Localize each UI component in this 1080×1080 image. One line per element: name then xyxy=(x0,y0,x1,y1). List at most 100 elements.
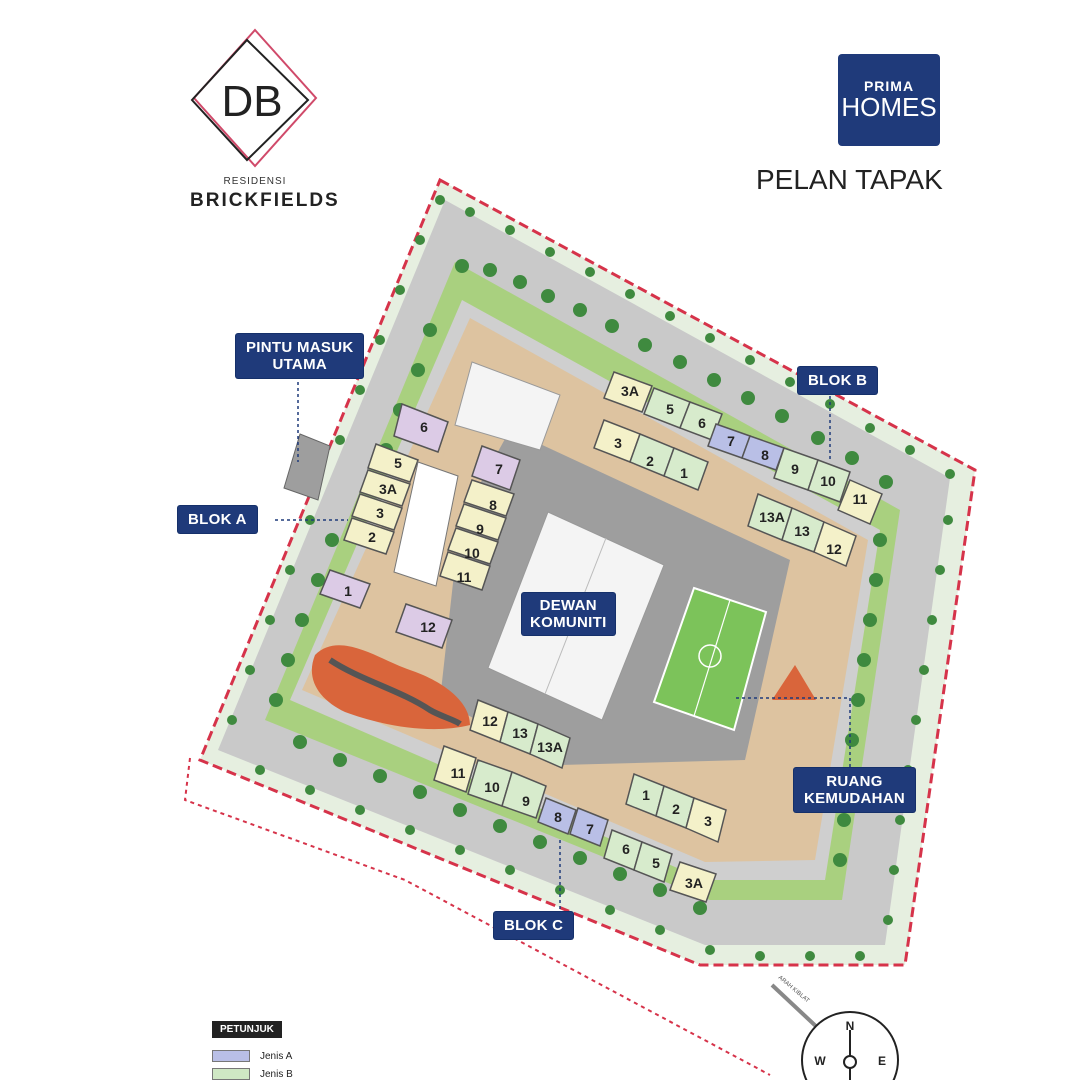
futsal-court xyxy=(652,586,768,732)
guardhouse xyxy=(283,433,331,501)
unit-number: 10 xyxy=(464,545,480,561)
unit-number: 12 xyxy=(826,541,842,557)
compass-icon: ARAH KIBLAT N W E xyxy=(770,975,899,1080)
unit-number: 12 xyxy=(420,619,436,635)
unit xyxy=(501,770,547,819)
unit xyxy=(813,520,857,568)
unit-number: 8 xyxy=(761,447,769,463)
unit-number: 7 xyxy=(727,433,735,449)
unit-number: 8 xyxy=(554,809,562,825)
unit-number: 9 xyxy=(522,793,530,809)
block-c-unit-numbers: 12 13 13A 11 10 9 8 7 1 2 3 6 5 3A xyxy=(451,713,713,891)
brand-logo-letters: DB xyxy=(221,77,282,126)
unit-number: 3 xyxy=(614,435,622,451)
unit xyxy=(455,503,507,541)
unit xyxy=(603,371,653,413)
facilities-label: RUANG KEMUDAHAN xyxy=(794,768,916,812)
block-a xyxy=(319,402,521,649)
unit-number: 13A xyxy=(537,739,563,755)
compass-west: W xyxy=(814,1054,826,1068)
facilities-line2: KEMUDAHAN xyxy=(804,790,906,807)
block-b-unit-numbers: 3A 5 6 3 2 1 7 8 9 10 11 13A 13 12 xyxy=(614,383,868,557)
unit-number: 1 xyxy=(344,583,352,599)
unit xyxy=(319,569,371,609)
unit-number: 7 xyxy=(495,461,503,477)
unit xyxy=(395,603,453,649)
block-c xyxy=(433,698,727,903)
north-white-building xyxy=(454,361,561,451)
unit xyxy=(433,745,477,793)
unit xyxy=(343,517,395,555)
unit xyxy=(351,493,403,531)
brand-logo: DB RESIDENSI BRICKFIELDS xyxy=(190,28,340,218)
unit xyxy=(633,840,673,884)
compass-east: E xyxy=(878,1054,886,1068)
unit xyxy=(447,527,499,565)
block-b xyxy=(593,371,883,568)
unit-number: 10 xyxy=(820,473,836,489)
community-hall-line2: KOMUNITI xyxy=(530,614,607,631)
unit-number: 2 xyxy=(646,453,654,469)
unit-number: 2 xyxy=(368,529,376,545)
brand-logo-diamond-icon: DB xyxy=(190,28,318,168)
unit-number: 5 xyxy=(666,401,674,417)
map-title: PELAN TAPAK xyxy=(756,164,943,195)
block-b-label: BLOK B xyxy=(798,367,878,394)
unit xyxy=(463,479,515,517)
leader-lines xyxy=(275,376,851,912)
unit-number: 9 xyxy=(791,461,799,477)
unit xyxy=(569,807,609,847)
unit xyxy=(537,797,577,835)
qibla-label: ARAH KIBLAT xyxy=(777,975,811,1005)
brand-name: BRICKFIELDS xyxy=(190,190,340,211)
unit-number: 9 xyxy=(476,521,484,537)
developer-logo: PRIMA HOMES xyxy=(838,54,940,146)
community-hall-line1: DEWAN xyxy=(539,597,597,614)
unit-number: 13 xyxy=(794,523,810,539)
legend-item-jenis-a: Jenis A xyxy=(212,1050,292,1062)
unit xyxy=(471,445,521,491)
developer-logo-line2: HOMES xyxy=(841,92,937,122)
unit-number: 3 xyxy=(704,813,712,829)
unit xyxy=(359,469,411,507)
unit xyxy=(393,402,449,453)
tree-line xyxy=(227,195,955,961)
main-entrance-label: PINTU MASUK UTAMA xyxy=(236,334,364,378)
unit xyxy=(669,861,717,903)
unit xyxy=(837,479,883,525)
lower-lot-boundary xyxy=(183,757,771,1076)
unit-number: 1 xyxy=(642,787,650,803)
unit-number: 5 xyxy=(394,455,402,471)
unit-number: 12 xyxy=(482,713,498,729)
unit xyxy=(807,459,851,503)
unit-number: 6 xyxy=(420,419,428,435)
unit xyxy=(685,797,727,844)
unit xyxy=(663,447,709,491)
block-c-label: BLOK C xyxy=(494,912,574,939)
main-entrance-line1: PINTU MASUK xyxy=(246,339,354,356)
unit-number: 13A xyxy=(759,509,785,525)
unit-number: 2 xyxy=(672,801,680,817)
unit-number: 5 xyxy=(652,855,660,871)
community-hall-label: DEWAN KOMUNITI xyxy=(522,593,615,635)
unit-number: 6 xyxy=(622,841,630,857)
legend-swatch xyxy=(212,1068,250,1080)
block-a-label: BLOK A xyxy=(178,506,257,533)
legend-swatch xyxy=(212,1050,250,1062)
unit xyxy=(439,551,491,591)
unit-number: 7 xyxy=(586,821,594,837)
unit-number: 3A xyxy=(685,875,703,891)
brand-residensi: RESIDENSI xyxy=(223,176,287,187)
unit-number: 1 xyxy=(680,465,688,481)
unit-number: 3A xyxy=(379,481,397,497)
developer-logo-line1: PRIMA xyxy=(863,78,915,94)
compass-north: N xyxy=(846,1019,855,1033)
unit-number: 13 xyxy=(512,725,528,741)
legend-label: Jenis B xyxy=(260,1068,293,1080)
unit-number: 10 xyxy=(484,779,500,795)
unit-number: 8 xyxy=(489,497,497,513)
unit-number: 11 xyxy=(853,491,868,507)
block-a-unit-numbers: 6 7 5 3A 8 3 9 2 10 1 11 12 xyxy=(344,419,503,635)
main-entrance-line2: UTAMA xyxy=(272,356,327,373)
